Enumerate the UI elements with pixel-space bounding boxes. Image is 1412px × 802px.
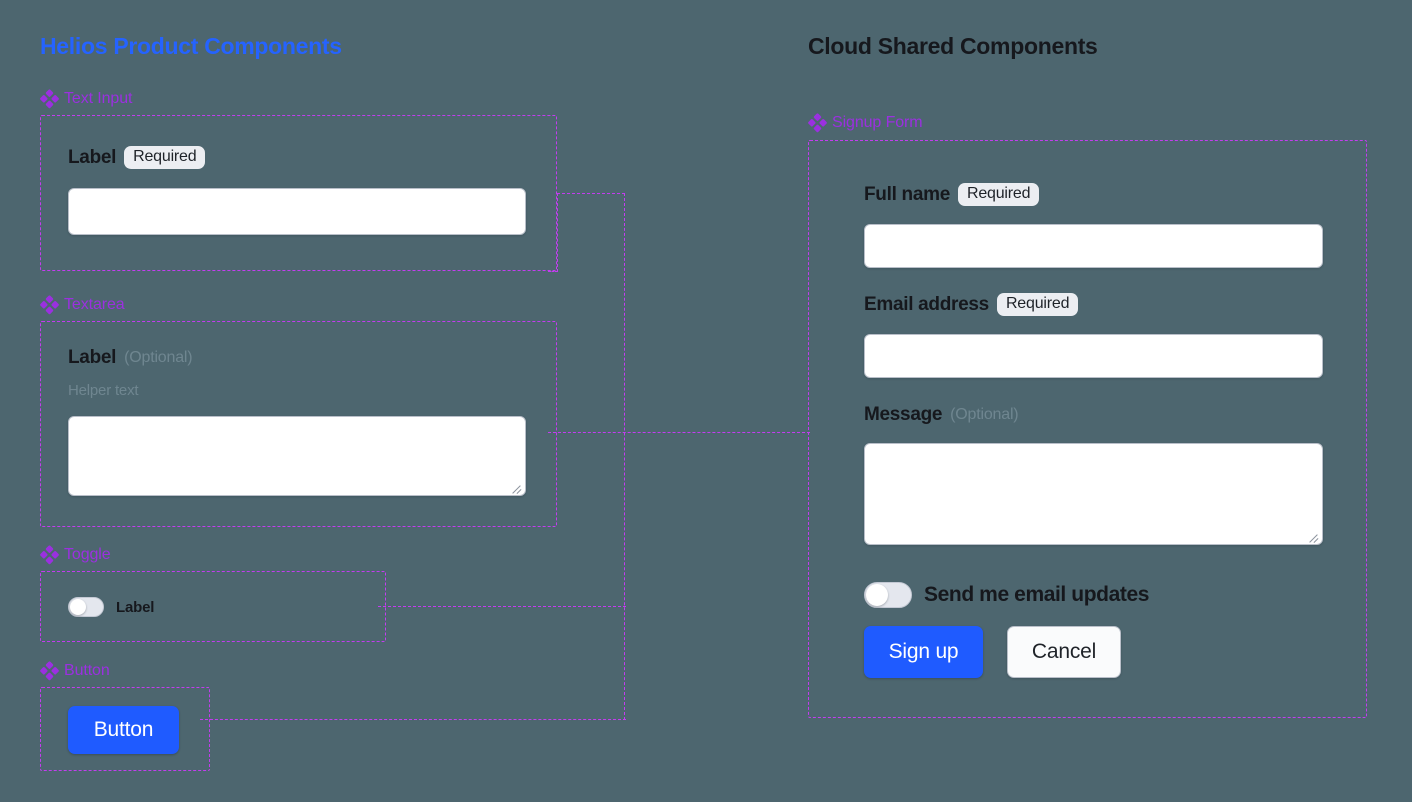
required-badge: Required <box>124 146 206 169</box>
page-title-left: Helios Product Components <box>40 33 342 59</box>
connector-vertical-spine <box>624 193 625 720</box>
required-badge: Required <box>957 183 1040 206</box>
component-box-text-input: Label Required <box>40 115 557 271</box>
message-textarea[interactable] <box>865 444 1322 544</box>
section-label-textarea: Textarea <box>39 294 125 315</box>
toggle-switch[interactable] <box>68 597 104 617</box>
component-box-textarea: Label (Optional) Helper text <box>40 321 557 527</box>
email-label-row: Email address Required <box>864 293 1079 316</box>
section-label-text: Toggle <box>64 546 111 563</box>
message-label: Message <box>864 404 943 425</box>
text-input-label: Label <box>68 146 117 168</box>
text-input-field[interactable] <box>68 188 526 235</box>
section-label-toggle: Toggle <box>39 544 111 565</box>
connector-text-input-drop <box>557 193 558 272</box>
component-box-toggle: Label <box>40 571 386 642</box>
section-label-text: Text Input <box>64 90 133 107</box>
email-input[interactable] <box>864 334 1323 378</box>
connector-text-input-stub <box>548 271 558 272</box>
page-title-right: Cloud Shared Components <box>808 33 1098 59</box>
message-textarea-wrapper[interactable] <box>864 443 1323 545</box>
section-label-text-input: Text Input <box>39 88 133 109</box>
section-label-text: Button <box>64 662 110 679</box>
optional-note: (Optional) <box>950 406 1019 423</box>
sign-up-button[interactable]: Sign up <box>864 626 983 678</box>
section-label-button: Button <box>39 660 110 681</box>
connector-textarea-to-signup <box>548 432 810 433</box>
required-badge: Required <box>996 293 1079 316</box>
textarea-helper-text: Helper text <box>68 382 139 399</box>
email-label: Email address <box>864 293 989 315</box>
email-updates-toggle-label: Send me email updates <box>924 583 1150 606</box>
textarea-label-row: Label (Optional) <box>68 347 193 369</box>
full-name-input[interactable] <box>864 224 1323 268</box>
component-diamond-icon <box>39 544 60 565</box>
component-diamond-icon <box>807 112 828 133</box>
cancel-button[interactable]: Cancel <box>1007 626 1121 678</box>
toggle-row: Label <box>68 597 154 617</box>
email-updates-toggle-row: Send me email updates <box>864 582 1149 608</box>
component-box-button: Button <box>40 687 210 771</box>
demo-button[interactable]: Button <box>68 706 179 754</box>
full-name-label: Full name <box>864 183 950 205</box>
component-diamond-icon <box>39 294 60 315</box>
textarea-label: Label <box>68 347 117 368</box>
connector-toggle-to-spine <box>378 606 626 607</box>
component-diamond-icon <box>39 88 60 109</box>
section-label-text: Textarea <box>64 296 125 313</box>
toggle-knob <box>70 599 86 615</box>
textarea-field[interactable] <box>69 417 525 495</box>
component-box-signup-form: Full name Required Email address Require… <box>808 140 1367 718</box>
connector-button-to-spine <box>200 719 626 720</box>
email-updates-toggle-switch[interactable] <box>864 582 912 608</box>
toggle-label: Label <box>116 598 155 616</box>
component-diamond-icon <box>39 660 60 681</box>
optional-note: (Optional) <box>124 349 193 366</box>
message-label-row: Message (Optional) <box>864 404 1019 426</box>
textarea-field-wrapper[interactable] <box>68 416 526 496</box>
full-name-label-row: Full name Required <box>864 183 1040 206</box>
text-input-label-row: Label Required <box>68 146 206 169</box>
section-label-signup-form: Signup Form <box>807 112 923 133</box>
toggle-knob <box>866 584 888 606</box>
connector-text-input-top <box>557 193 625 194</box>
section-label-text: Signup Form <box>832 114 923 131</box>
